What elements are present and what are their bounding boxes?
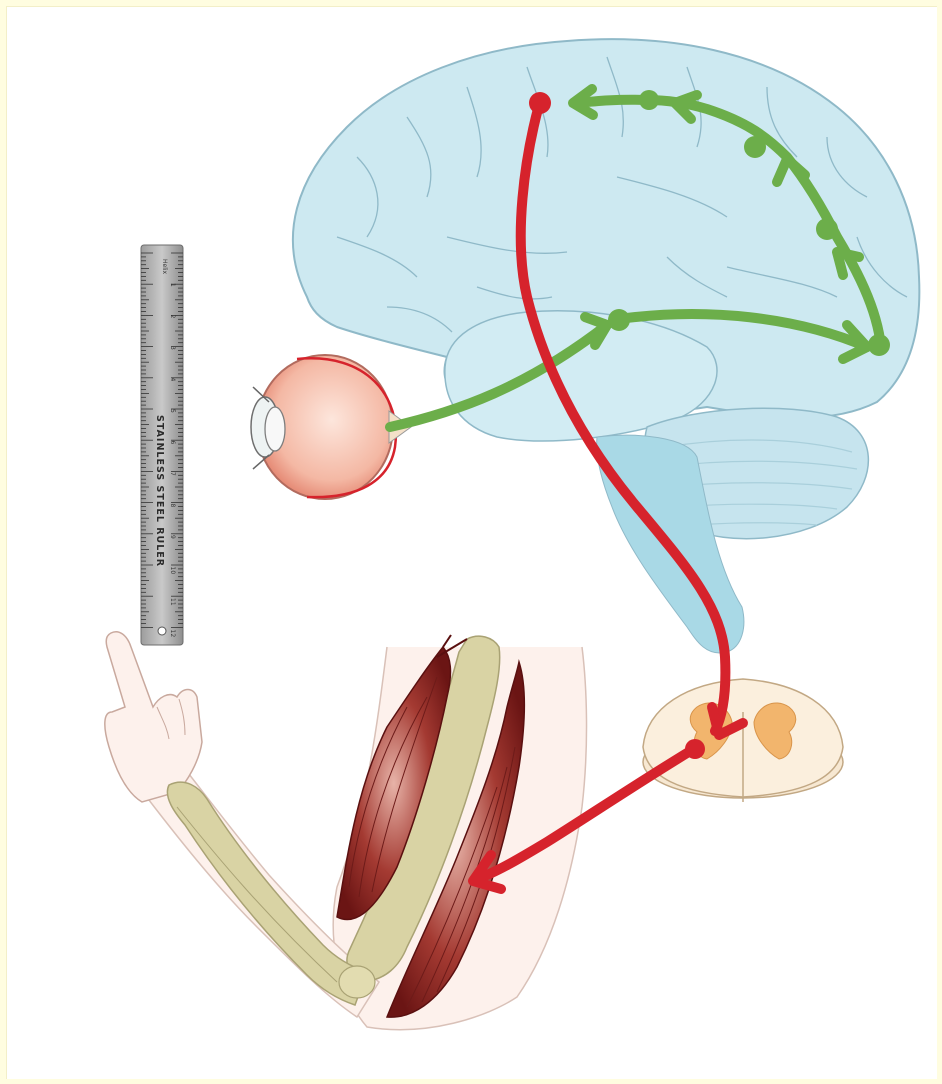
ruler-number: 4	[169, 378, 176, 382]
ruler-number: 9	[169, 535, 176, 539]
ruler-number: 12	[169, 630, 176, 638]
ruler-label: STAINLESS STEEL RULER	[154, 415, 165, 567]
ruler-number: 7	[169, 472, 176, 476]
ruler-number: 3	[169, 346, 176, 350]
ruler-number: 2	[169, 315, 176, 319]
spinal-cord-cross-section	[643, 679, 843, 802]
ruler-number: 5	[169, 409, 176, 413]
arm	[105, 632, 587, 1030]
ruler-number: 10	[169, 567, 176, 575]
ruler-number: 8	[169, 504, 176, 508]
brain	[293, 39, 919, 653]
steel-ruler: STAINLESS STEEL RULER Helix 123456789101…	[141, 245, 183, 645]
hand	[105, 632, 202, 802]
ruler-number: 11	[169, 598, 176, 606]
ruler-hole	[158, 627, 166, 635]
ruler-brand: Helix	[161, 259, 168, 275]
sensorimotor-pathway-diagram: STAINLESS STEEL RULER Helix 123456789101…	[7, 7, 937, 1079]
ruler-number: 6	[169, 441, 176, 445]
lens	[265, 407, 285, 451]
ruler-number: 1	[169, 283, 176, 287]
